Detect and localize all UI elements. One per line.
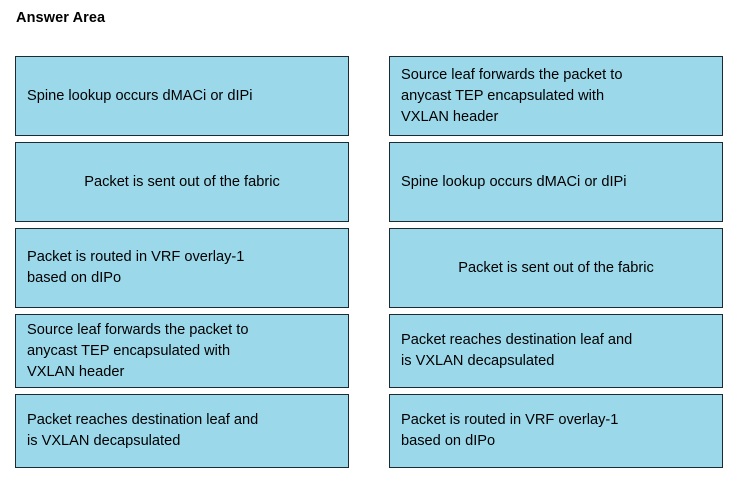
page-title: Answer Area bbox=[16, 10, 106, 26]
answer-box[interactable]: Packet reaches destination leaf and is V… bbox=[389, 314, 723, 388]
answer-box[interactable]: Source leaf forwards the packet to anyca… bbox=[15, 314, 349, 388]
answer-box-label: Source leaf forwards the packet to anyca… bbox=[27, 321, 249, 380]
answer-area: Spine lookup occurs dMACi or dIPi Packet… bbox=[0, 56, 746, 498]
answer-box[interactable]: Spine lookup occurs dMACi or dIPi bbox=[15, 56, 349, 136]
answer-box-label: Packet reaches destination leaf and is V… bbox=[27, 412, 259, 449]
answer-box-label: Packet reaches destination leaf and is V… bbox=[401, 332, 633, 369]
answer-box[interactable]: Packet is routed in VRF overlay-1 based … bbox=[389, 394, 723, 468]
answer-box-label: Spine lookup occurs dMACi or dIPi bbox=[401, 173, 627, 190]
answer-box[interactable]: Packet is sent out of the fabric bbox=[389, 228, 723, 308]
answer-box-label: Packet is sent out of the fabric bbox=[84, 173, 280, 190]
answer-box[interactable]: Packet reaches destination leaf and is V… bbox=[15, 394, 349, 468]
answer-box-label: Packet is sent out of the fabric bbox=[458, 259, 654, 276]
answer-box[interactable]: Packet is routed in VRF overlay-1 based … bbox=[15, 228, 349, 308]
answer-box[interactable]: Spine lookup occurs dMACi or dIPi bbox=[389, 142, 723, 222]
answer-box-label: Spine lookup occurs dMACi or dIPi bbox=[27, 87, 253, 104]
answer-box-label: Packet is routed in VRF overlay-1 based … bbox=[401, 412, 619, 449]
answer-box-label: Packet is routed in VRF overlay-1 based … bbox=[27, 249, 245, 286]
answer-box-label: Source leaf forwards the packet to anyca… bbox=[401, 66, 623, 125]
answer-box[interactable]: Source leaf forwards the packet to anyca… bbox=[389, 56, 723, 136]
left-answer-column: Spine lookup occurs dMACi or dIPi Packet… bbox=[15, 56, 349, 474]
answer-box[interactable]: Packet is sent out of the fabric bbox=[15, 142, 349, 222]
right-answer-column: Source leaf forwards the packet to anyca… bbox=[389, 56, 723, 474]
